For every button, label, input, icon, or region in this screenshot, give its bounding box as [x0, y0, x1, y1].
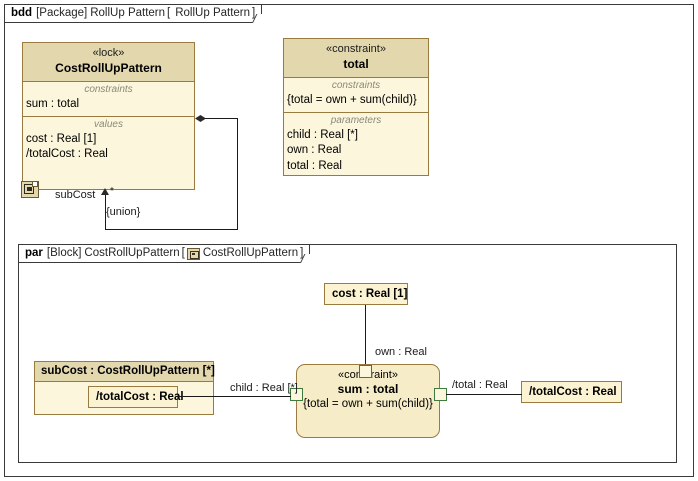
- bdd-frame-bracket-close: ]: [252, 6, 256, 19]
- bdd-diagram-frame: bdd [Package] RollUp Pattern [ RollUp Pa…: [4, 4, 694, 477]
- composition-multiplicity-label: *: [110, 186, 114, 197]
- connector-cost-to-own: [365, 305, 366, 365]
- parametric-icon-corner: [32, 181, 38, 187]
- constraint-block-constraints-title: constraints: [331, 79, 381, 91]
- connector-label-child: child : Real [*]: [230, 382, 298, 394]
- par-frame-bracket-open: [: [181, 246, 185, 259]
- block-values-title: values: [94, 118, 123, 130]
- constraint-port-child[interactable]: [290, 388, 303, 401]
- constraint-block-header: «constraint» total: [284, 39, 428, 78]
- block-value-item: cost : Real [1]: [26, 132, 97, 145]
- block-cost-rollup-pattern[interactable]: «lock» CostRollUpPattern constraints sum…: [22, 42, 195, 190]
- constraint-block-parameters-compartment: parameters child : Real [*] own : Real t…: [284, 113, 428, 179]
- connector-total-binding: [446, 394, 522, 395]
- composition-line-segment-bottom: [105, 229, 238, 230]
- bdd-frame-bracket-open: [: [167, 6, 171, 19]
- subcost-nested-totalcost-property[interactable]: /totalCost : Real: [88, 386, 184, 408]
- par-frame-bracket-close: ]: [300, 246, 304, 259]
- par-frame-name: CostRollUpPattern: [84, 246, 180, 259]
- parametric-icon-inner-dot: [27, 187, 32, 191]
- connector-label-total: /total : Real: [452, 379, 508, 391]
- constraint-property-name: sum : total: [337, 382, 399, 396]
- connector-label-own: own : Real: [375, 346, 427, 358]
- par-frame-header: par [Block] CostRollUpPattern [ CostRoll…: [18, 244, 311, 263]
- constraint-block-parameter: child : Real [*]: [287, 128, 358, 141]
- block-constraints-title: constraints: [84, 83, 133, 95]
- bdd-frame-name: RollUp Pattern: [90, 6, 166, 19]
- block-constraints-compartment: constraints sum : total: [23, 82, 194, 117]
- bdd-frame-kind: bdd: [11, 6, 33, 19]
- block-stereotype: «lock»: [92, 47, 125, 59]
- composition-role-label: subCost: [55, 189, 96, 201]
- parametric-diagram-icon[interactable]: [21, 181, 39, 198]
- composition-diamond-icon: [195, 115, 206, 122]
- par-diagram-frame: par [Block] CostRollUpPattern [ CostRoll…: [18, 244, 677, 463]
- composition-union-constraint-label: {union}: [106, 206, 141, 218]
- bdd-frame-meta: [Package]: [36, 6, 88, 19]
- block-header: «lock» CostRollUpPattern: [23, 43, 194, 82]
- composition-line-segment-top: [205, 118, 237, 119]
- constraint-block-constraints-compartment: constraints {total = own + sum(child)}: [284, 78, 428, 113]
- composition-line-segment-right: [237, 118, 238, 229]
- constraint-block-parameters-title: parameters: [330, 114, 382, 126]
- par-frame-kind: par: [25, 246, 43, 259]
- constraint-block-name: total: [343, 56, 369, 71]
- block-values-compartment: values cost : Real [1] /totalCost : Real: [23, 117, 194, 167]
- constraint-block-expression: {total = own + sum(child)}: [287, 93, 417, 106]
- parametric-icon-inner-frame: [24, 184, 34, 194]
- composition-line-segment-left: [105, 192, 106, 230]
- constraint-block-total[interactable]: «constraint» total constraints {total = …: [283, 38, 429, 176]
- constraint-block-parameter: own : Real: [287, 144, 342, 157]
- constraint-port-own[interactable]: [359, 365, 372, 378]
- parametric-diagram-icon: [186, 247, 200, 260]
- par-frame-meta: [Block]: [46, 246, 82, 259]
- connector-child-binding: [178, 396, 291, 397]
- composition-arrow-icon: [101, 188, 109, 195]
- par-frame-diagram-name: CostRollUpPattern: [202, 246, 299, 259]
- block-constraint-item: sum : total: [26, 97, 80, 110]
- subcost-part-label: subCost : CostRollUpPattern [*]: [35, 362, 215, 382]
- bdd-frame-diagram-name: RollUp Pattern: [175, 6, 251, 19]
- constraint-block-stereotype: «constraint»: [326, 43, 386, 55]
- bdd-frame-header: bdd [Package] RollUp Pattern [ RollUp Pa…: [4, 4, 263, 23]
- constraint-block-parameter: total : Real: [287, 160, 342, 173]
- block-value-item: /totalCost : Real: [26, 148, 108, 161]
- constraint-property-expression: {total = own + sum(child)}: [303, 398, 433, 410]
- constraint-property-sum-total[interactable]: «constraint» sum : total {total = own + …: [296, 364, 440, 438]
- totalcost-property-box[interactable]: /totalCost : Real: [521, 381, 622, 403]
- cost-property-box[interactable]: cost : Real [1]: [324, 283, 408, 305]
- block-name: CostRollUpPattern: [55, 60, 162, 75]
